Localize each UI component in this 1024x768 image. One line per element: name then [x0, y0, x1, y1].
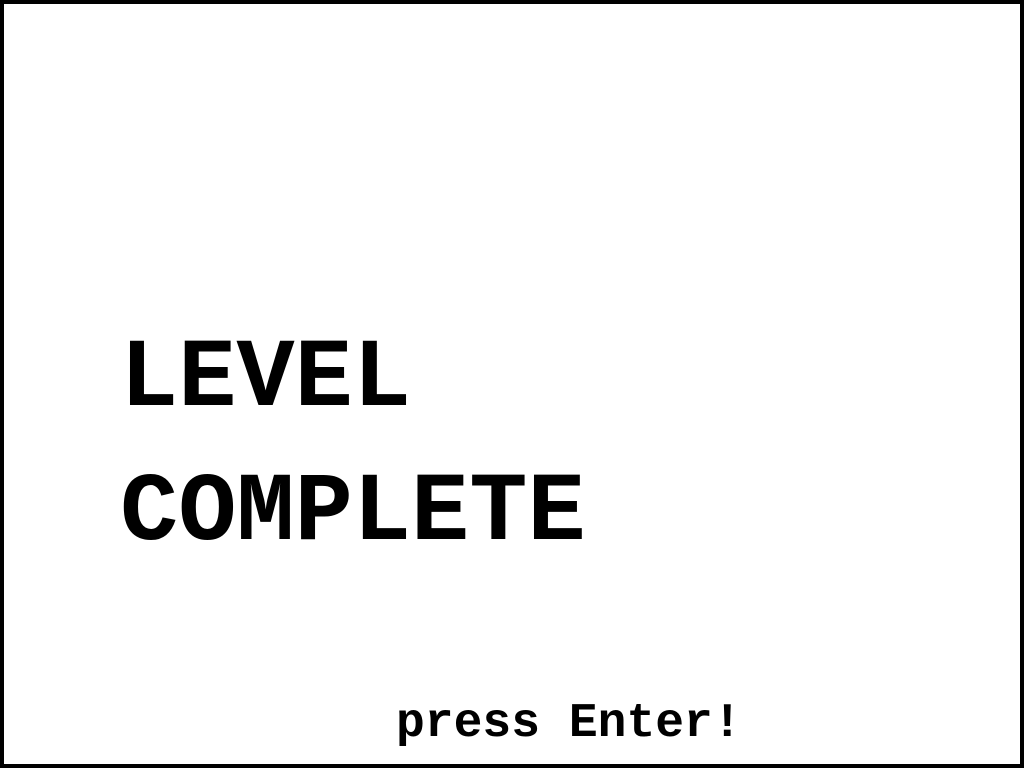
press-enter-prompt: press Enter! [396, 697, 742, 751]
title-line-level: LEVEL [120, 325, 412, 435]
title-line-complete: COMPLETE [120, 459, 586, 569]
